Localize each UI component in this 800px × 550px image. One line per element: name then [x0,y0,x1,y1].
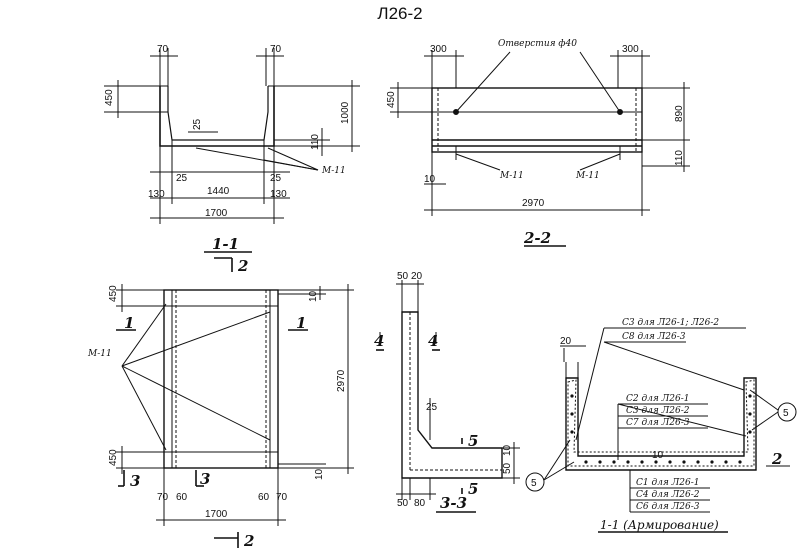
plan-view [116,284,354,548]
dim-80-bottom: 80 [414,498,426,509]
bubble-5-left: 5 [531,478,537,489]
note-c3: С3 для Л26-1; Л26-2 [622,318,719,328]
dim-70-left: 70 [157,492,169,503]
dim-25-right: 25 [270,173,282,184]
dim-50-top: 50 [397,271,409,282]
cut-4-left: 4 [374,332,384,350]
view-1-1-labels: 70 70 450 1000 25 110 М-11 130 25 1440 2… [104,44,351,275]
dim-130-right: 130 [270,189,287,200]
cut-5-bottom: 5 [468,480,478,498]
dim-1700: 1700 [205,509,228,520]
dim-300-right: 300 [622,44,639,55]
mark-m11: М-11 [321,166,346,176]
cut-3-right: 3 [200,470,210,488]
reinforcement-labels: 20 С3 для Л26-1; Л26-2 С8 для Л26-3 С2 д… [531,318,789,532]
cut-5-top: 5 [468,432,478,450]
dim-1000: 1000 [340,101,351,124]
dim-130-left: 130 [148,189,165,200]
cut-1-left: 1 [124,314,134,332]
dim-20-top: 20 [411,271,423,282]
label-2: 2 [771,450,782,468]
section-label-1-1: 1-1 [212,235,239,253]
note-c8: С8 для Л26-3 [622,332,686,342]
note-c2: С2 для Л26-1 [626,394,689,404]
dim-60-right: 60 [258,492,270,503]
view-1-1 [104,48,360,272]
bubble-5-right: 5 [783,408,789,419]
dim-10-bottom: 10 [314,468,325,480]
dim-70-right: 70 [270,44,282,55]
section-label-2-2: 2-2 [523,229,551,247]
dim-10-top: 10 [308,290,319,302]
dim-450: 450 [386,91,397,108]
dim-50-right: 50 [502,462,513,474]
dim-450-bottom: 450 [108,449,119,466]
dim-60-left: 60 [176,492,188,503]
section-label-3-3: 3-3 [440,494,467,512]
dim-300-left: 300 [430,44,447,55]
view-2-2 [390,50,690,247]
dim-110: 110 [310,134,321,150]
dim-2970: 2970 [336,369,347,392]
dim-70-right: 70 [276,492,288,503]
dim-70-left: 70 [157,44,169,55]
note-c4: С4 для Л26-2 [636,490,700,500]
note-c1: С1 для Л26-1 [636,478,699,488]
dim-450: 450 [104,89,115,106]
dim-50-bottom: 50 [397,498,409,509]
section-ref-2: 2 [237,257,248,275]
view-2-2-labels: 300 Отверстия ф40 300 450 890 110 10 М-1… [386,39,685,247]
dim-25-left: 25 [176,173,188,184]
dim-25-inner: 25 [192,118,203,130]
mark-m11: М-11 [87,349,112,359]
drawing-title: Л26-2 [377,4,423,23]
note-c6: С6 для Л26-3 [636,502,700,512]
dim-2970: 2970 [522,198,545,209]
dim-20: 20 [560,336,572,347]
section-label-armirovanie: 1-1 (Армирование) [600,518,719,532]
note-c7: С7 для Л26-3 [626,418,690,428]
mark-m11-left: М-11 [499,171,524,181]
dim-10: 10 [652,450,664,461]
mark-m11-right: М-11 [575,171,600,181]
reinforcement-dots [570,394,752,464]
dim-450-top: 450 [108,285,119,302]
view-3-3-labels: 50 20 4 4 25 5 10 50 50 80 5 3-3 [374,271,513,512]
dim-25: 25 [426,402,438,413]
reinforcement-view [525,327,797,533]
hole-note: Отверстия ф40 [498,39,577,49]
cut-3-left: 3 [130,472,140,490]
cut-2-label: 2 [243,532,254,550]
cut-1-right: 1 [296,314,306,332]
dim-10: 10 [502,444,513,456]
dim-1700: 1700 [205,208,228,219]
cut-4-right: 4 [428,332,438,350]
note-c3b: С3 для Л26-2 [626,406,690,416]
dim-1440: 1440 [207,186,230,197]
dim-110: 110 [674,150,685,166]
dim-10: 10 [424,174,436,185]
view-3-3 [376,280,520,513]
plan-view-labels: 450 10 1 1 М-11 2970 450 10 3 3 70 60 60… [87,285,347,550]
dim-890: 890 [674,105,685,122]
